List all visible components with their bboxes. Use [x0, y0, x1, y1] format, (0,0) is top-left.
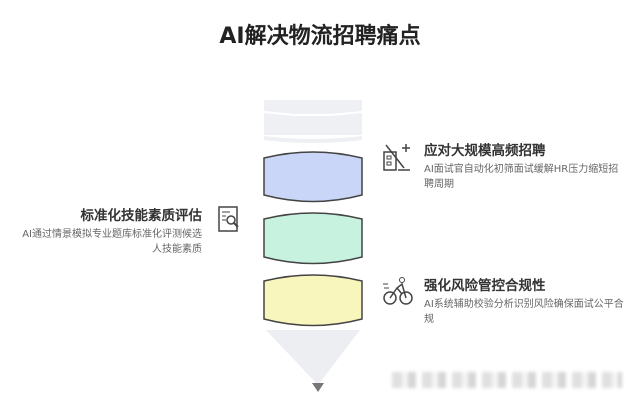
- item-scale-recruiting: 应对大规模高频招聘 AI面试官自动化初筛面试缓解HR压力缩短招聘周期: [424, 139, 624, 192]
- item-heading: 应对大规模高频招聘: [424, 143, 546, 159]
- pencil-segment-blue: [263, 151, 363, 203]
- pencil-segment-yellow: [263, 274, 363, 327]
- item-heading: 强化风险管控合规性: [424, 278, 546, 294]
- pencil-segment-green: [263, 212, 363, 265]
- item-heading: 标准化技能素质评估: [80, 208, 203, 224]
- cyclist-icon: [383, 277, 413, 305]
- item-description: AI通过情景模拟专业题库标准化评测候选人技能素质: [22, 229, 202, 255]
- item-description: AI面试官自动化初筛面试缓解HR压力缩短招聘周期: [424, 164, 619, 190]
- tools-checklist-icon: [383, 144, 410, 171]
- document-search-icon: [218, 206, 239, 232]
- item-skill-assessment: 标准化技能素质评估 AI通过情景模拟专业题库标准化评测候选人技能素质: [20, 204, 202, 257]
- item-description: AI系统辅助校验分析识别风险确保面试公平合规: [424, 299, 624, 325]
- pencil-tip-cone: [266, 330, 360, 385]
- pencil-eraser-cap: [263, 100, 363, 143]
- page-title: AI解决物流招聘痛点: [219, 24, 421, 49]
- item-risk-compliance: 强化风险管控合规性 AI系统辅助校验分析识别风险确保面试公平合规: [424, 274, 624, 327]
- blurred-watermark: [392, 372, 622, 388]
- pencil-lead: [312, 383, 324, 392]
